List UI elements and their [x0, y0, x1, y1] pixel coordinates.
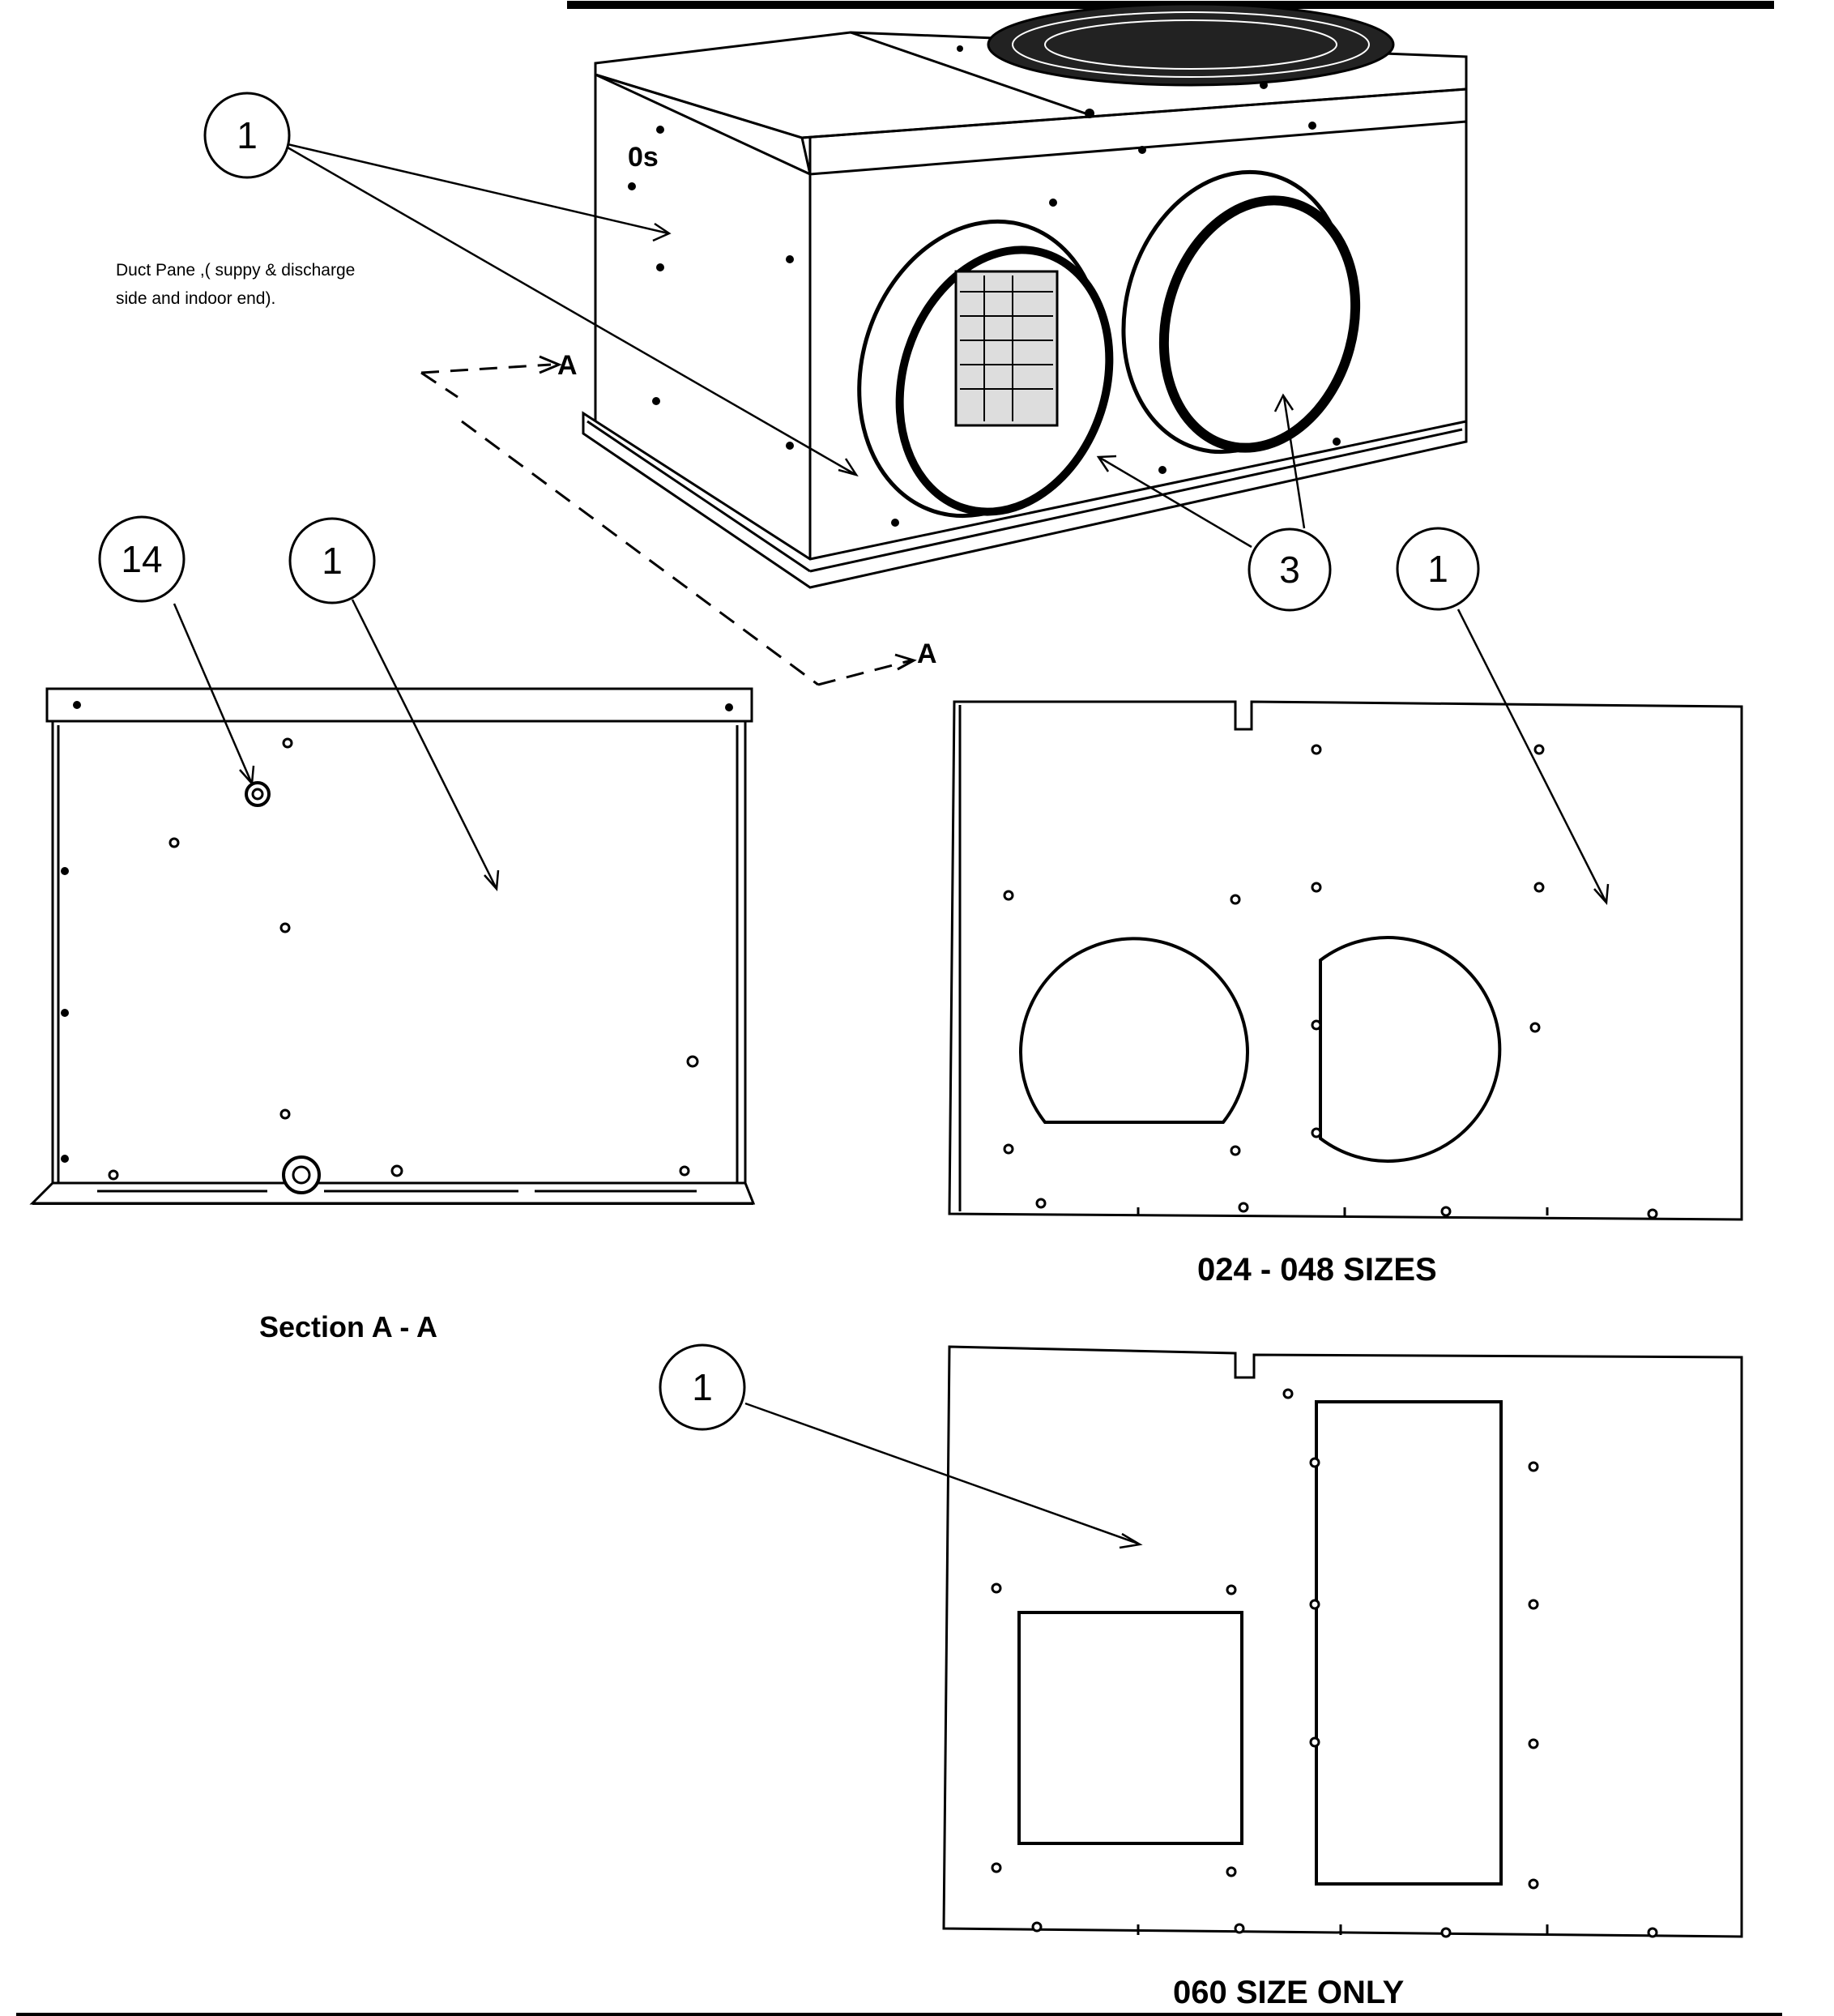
- isometric-unit: [582, 2, 1468, 589]
- section-cut-line: [420, 363, 912, 686]
- callout-1-right-label: 1: [1427, 548, 1448, 590]
- callout-3-label: 3: [1279, 549, 1300, 591]
- size-060-caption: 060 SIZE ONLY: [1173, 1975, 1405, 2010]
- callout-1-right: 1: [1396, 527, 1610, 906]
- section-marker-bottom: A: [917, 639, 937, 669]
- fan-grille: [987, 2, 1395, 87]
- callout-1-section: 1: [288, 517, 500, 892]
- section-aa-panel: [29, 687, 756, 1205]
- duct-panel-label-line1: Duct Pane ,( suppy & discharge: [116, 261, 355, 280]
- callout-1-bottom-label: 1: [692, 1366, 713, 1408]
- duct-panel-label-line2: side and indoor end).: [116, 289, 275, 308]
- section-marker-top: A: [557, 350, 578, 381]
- callout-14: 14: [98, 515, 255, 787]
- sizes-024-048-caption: 024 - 048 SIZES: [1197, 1252, 1437, 1288]
- callout-3: 3: [1096, 393, 1332, 612]
- section-caption: Section A - A: [259, 1310, 437, 1343]
- callout-1-top-label: 1: [237, 114, 258, 156]
- callout-1-top: 1: [203, 92, 859, 477]
- callout-1-bottom: 1: [659, 1343, 1143, 1549]
- panel-060: [942, 1345, 1743, 1938]
- panel-024-048: [948, 700, 1743, 1221]
- callout-1-section-label: 1: [322, 540, 343, 582]
- panel-marker: 0s: [628, 142, 659, 173]
- callout-14-label: 14: [121, 538, 162, 580]
